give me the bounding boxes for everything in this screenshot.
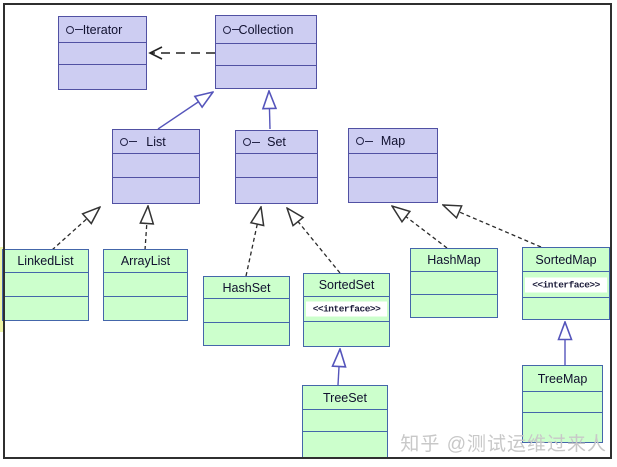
class-box-list: List (112, 129, 200, 204)
zhihu-watermark: 知乎 @测试运维过来人 (400, 434, 607, 455)
attributes-compartment (349, 153, 437, 177)
operations-compartment (204, 322, 289, 344)
interface-lollipop-icon (356, 137, 374, 145)
class-box-treemap: TreeMap (522, 365, 603, 443)
operations-compartment (523, 297, 609, 318)
edge-sortedmap-implements-map (443, 205, 542, 248)
stereotype-compartment: <<interface>> (523, 271, 609, 297)
operations-compartment (236, 177, 317, 202)
class-box-sortedmap: SortedMap <<interface>> (522, 247, 610, 320)
operations-compartment (349, 177, 437, 201)
interface-lollipop-icon (120, 137, 138, 146)
edge-list-extends-collection (157, 92, 213, 130)
class-name: LinkedList (17, 254, 74, 268)
attributes-compartment (216, 43, 316, 65)
class-box-sortedset: SortedSet <<interface>> (303, 273, 390, 347)
class-name: HashSet (222, 280, 271, 295)
class-box-map: Map (348, 128, 438, 203)
operations-compartment (303, 431, 387, 456)
edge-treeset-extends-sortedset (338, 349, 340, 386)
class-name: Map (380, 134, 406, 148)
attributes-compartment (523, 391, 602, 412)
stereotype-compartment: <<interface>> (304, 296, 389, 321)
class-name: Iterator (82, 22, 123, 37)
interface-stereotype-label: <<interface>> (525, 277, 607, 292)
edge-linkedlist-implements-list (51, 207, 100, 251)
edge-hashmap-implements-map (392, 206, 448, 249)
class-name: Set (267, 135, 286, 149)
operations-compartment (59, 64, 146, 88)
interface-lollipop-icon (66, 25, 84, 34)
interface-stereotype-label: <<interface>> (306, 301, 387, 317)
class-box-collection: Collection (215, 15, 317, 89)
attributes-compartment (303, 409, 387, 431)
attributes-compartment (411, 271, 497, 294)
operations-compartment (304, 321, 389, 345)
operations-compartment (3, 296, 88, 319)
class-name: SortedMap (535, 252, 597, 267)
attributes-compartment (59, 42, 146, 64)
class-box-iterator: Iterator (58, 16, 147, 90)
class-box-set: Set (235, 130, 318, 204)
class-name: Collection (238, 22, 294, 37)
class-box-hashmap: HashMap (410, 248, 498, 318)
edge-set-extends-collection (269, 91, 270, 130)
edge-hashset-implements-set (245, 207, 261, 277)
class-name: SortedSet (318, 278, 375, 292)
class-name: ArrayList (120, 254, 171, 268)
class-name: HashMap (427, 253, 481, 267)
class-box-linkedlist: LinkedList (2, 249, 89, 321)
operations-compartment (113, 177, 199, 202)
class-name: List (146, 134, 166, 149)
class-box-treeset: TreeSet (302, 385, 388, 458)
attributes-compartment (3, 272, 88, 296)
operations-compartment (216, 65, 316, 87)
class-name: TreeMap (537, 371, 588, 386)
interface-lollipop-icon (223, 25, 241, 34)
attributes-compartment (236, 153, 317, 177)
edge-sortedset-implements-set (287, 208, 341, 274)
operations-compartment (523, 412, 602, 441)
class-box-arraylist: ArrayList (103, 249, 188, 321)
class-box-hashset: HashSet (203, 276, 290, 346)
operations-compartment (411, 294, 497, 316)
operations-compartment (104, 296, 187, 319)
attributes-compartment (104, 272, 187, 296)
edge-arraylist-implements-list (145, 206, 148, 251)
class-name: TreeSet (322, 390, 367, 405)
attributes-compartment (113, 153, 199, 177)
attributes-compartment (204, 298, 289, 322)
interface-lollipop-icon (243, 138, 261, 146)
